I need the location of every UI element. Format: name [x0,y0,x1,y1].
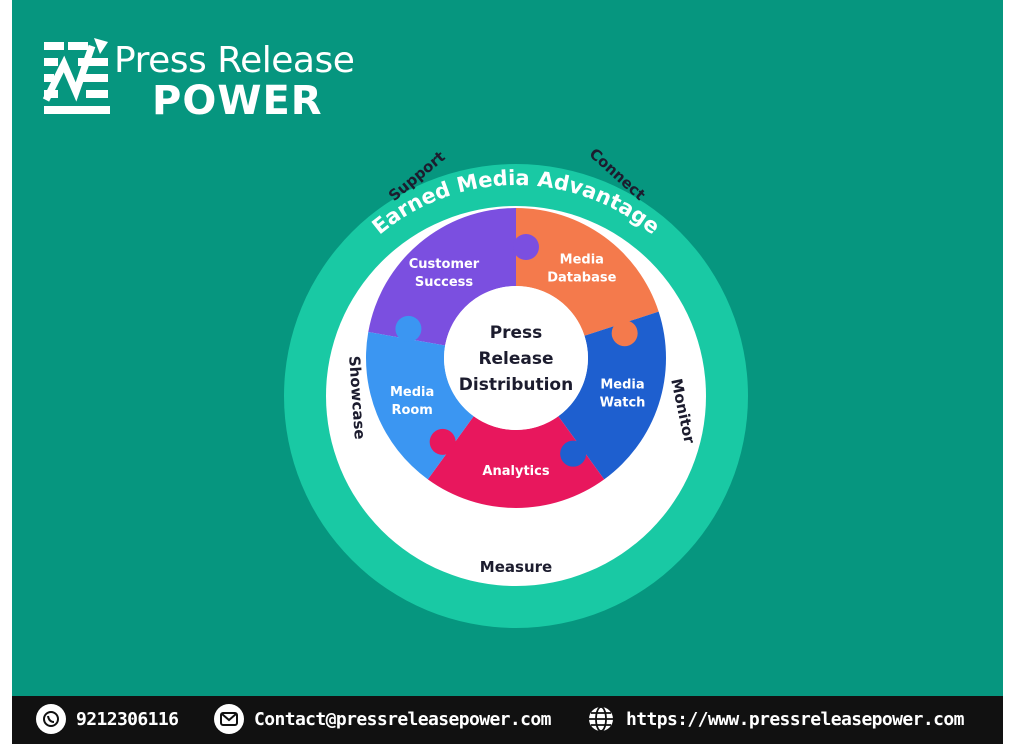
segment-media-watch [558,311,666,480]
phone-number: 9212306116 [76,708,179,730]
email-address: Contact@pressreleasepower.com [254,708,551,730]
segment-customer-success [368,208,516,346]
brand-logo: Press Release POWER [42,38,355,134]
footer-email[interactable]: Contact@pressreleasepower.com [214,704,551,734]
puzzle-knob-media-database [611,320,638,347]
puzzle-knob-media-room [395,315,422,342]
globe-icon [586,704,616,734]
puzzle-knob-media-watch [560,440,587,467]
brand-name-top: Press Release [114,40,355,81]
ring-label-showcase: Showcase [345,355,369,440]
logo-mark-icon [42,38,110,114]
segment-analytics [427,416,605,509]
puzzle-knob-customer-success [513,234,539,260]
mail-icon [214,704,244,734]
puzzle-knob-analytics [429,428,456,455]
ring-label-measure: Measure [480,558,552,576]
contact-footer: 9212306116 Contact@pressreleasepower.com… [12,696,1003,744]
website-url: https://www.pressreleasepower.com [626,708,964,730]
footer-phone[interactable]: 9212306116 [36,704,179,734]
brand-name-bottom: POWER [152,78,323,124]
whatsapp-icon [36,704,66,734]
segment-label-analytics: Analytics [482,464,549,479]
segment-media-database [516,208,659,336]
footer-website[interactable]: https://www.pressreleasepower.com [586,704,964,734]
center-circle [444,286,588,430]
